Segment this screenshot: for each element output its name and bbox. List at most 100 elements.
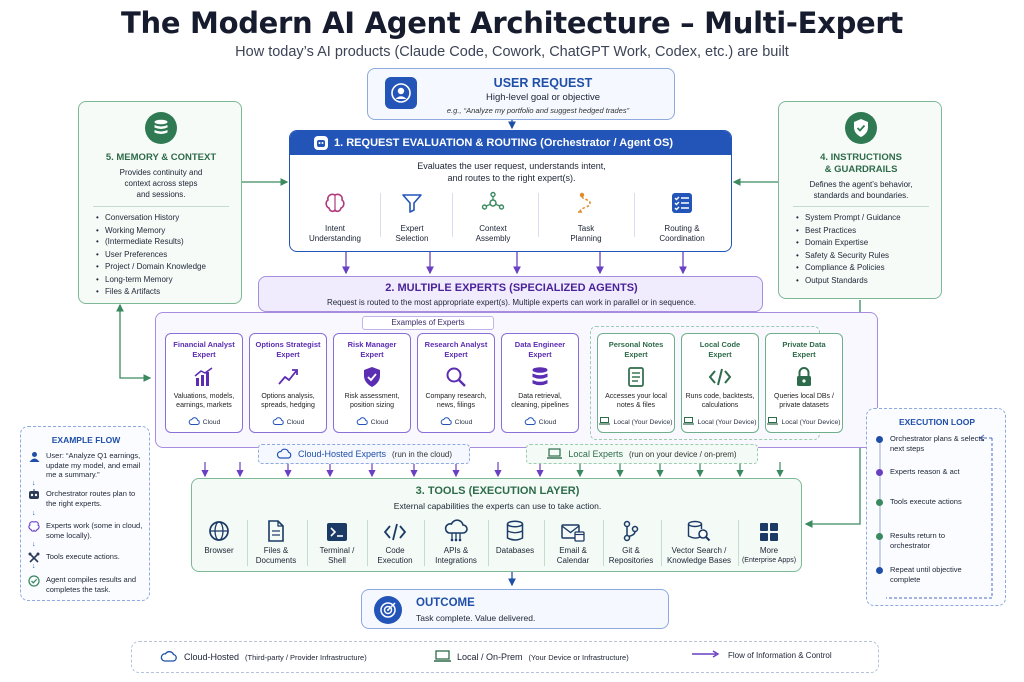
cloud-tag: Cloud — [202, 418, 221, 426]
tool-label: Email & — [559, 546, 587, 555]
tool-files[interactable]: Files & Documents — [250, 516, 302, 566]
tool-label-2: Documents — [255, 556, 297, 565]
tool-terminal[interactable]: Terminal / Shell — [311, 516, 363, 566]
expert-card-local-code[interactable]: Local Code Expert Runs code, backtests, … — [681, 333, 759, 433]
instructions-desc-2: standards and boundaries. — [813, 191, 909, 200]
instructions-title-2: & GUARDRAILS — [824, 164, 898, 175]
expert-title-2: Expert — [444, 350, 468, 359]
outcome-desc: Task complete. Value delivered. — [416, 613, 536, 623]
expert-title: Local Code — [699, 340, 741, 349]
local-tag: Local (Your Device) — [697, 418, 757, 426]
local-tag: Local (Your Device) — [613, 418, 673, 426]
expert-card-research-analyst[interactable]: Research Analyst Expert Company research… — [417, 333, 495, 433]
cloud-icon — [188, 417, 200, 427]
tool-apis[interactable]: APIs & Integrations — [428, 516, 484, 566]
step-label-1: Context — [479, 224, 507, 233]
step-label-1: Task — [577, 224, 595, 233]
instructions-box: 4. INSTRUCTIONS & GUARDRAILS Defines the… — [778, 101, 942, 299]
user-icon — [385, 77, 417, 109]
legend-flow-label: Flow of Information & Control — [728, 650, 832, 660]
bar-chart-icon — [166, 366, 242, 388]
expert-desc: Queries local DBs / — [774, 393, 834, 400]
tool-code-execution[interactable]: Code Execution — [370, 516, 420, 566]
step-label-2: Assembly — [475, 234, 511, 243]
cloud-tag: Cloud — [538, 418, 557, 426]
expert-card-private-data[interactable]: Private Data Expert Queries local DBs / … — [765, 333, 843, 433]
step-dot — [876, 469, 883, 476]
tool-label: Browser — [204, 546, 234, 555]
tools-desc: External capabilities the experts can us… — [393, 501, 602, 511]
tool-vector-search[interactable]: Vector Search / Knowledge Bases — [663, 516, 735, 566]
flow-step-text: Agent compiles results and completes the… — [46, 575, 137, 594]
expert-desc: Company research, — [425, 393, 487, 400]
terminal-icon — [311, 516, 363, 542]
funnel-icon — [402, 194, 422, 213]
legend-cloud-label: Cloud-Hosted — [184, 652, 240, 662]
robot-icon — [28, 489, 40, 508]
instructions-item: Output Standards — [795, 275, 935, 288]
loop-step-1: Orchestrator plans & selects next steps — [876, 434, 986, 454]
notes-icon — [598, 366, 674, 388]
database-icon — [145, 112, 177, 144]
expert-title-2: Expert — [792, 350, 816, 359]
expert-title: Financial Analyst — [173, 340, 235, 349]
legend-local: Local / On-Prem (Your Device or Infrastr… — [434, 650, 629, 664]
loop-step-text: Orchestrator plans & selects next steps — [890, 434, 985, 453]
expert-title-2: Expert — [528, 350, 552, 359]
expert-title-2: Expert — [708, 350, 732, 359]
memory-item: Files & Artifacts — [95, 286, 235, 299]
tool-browser[interactable]: Browser — [196, 516, 242, 556]
tool-label: Code — [385, 546, 405, 555]
local-experts-title: Local Experts — [568, 449, 623, 459]
network-icon — [481, 191, 505, 210]
expert-title-2: Expert — [360, 350, 384, 359]
user-icon — [28, 451, 40, 480]
flow-step-4: Tools execute actions. — [28, 552, 146, 564]
loop-step-2: Experts reason & act — [876, 467, 986, 477]
flow-step-text: User: “Analyze Q1 earnings, update my mo… — [46, 451, 141, 479]
tool-email-calendar[interactable]: Email & Calendar — [548, 516, 598, 566]
check-circle-icon — [28, 575, 40, 594]
expert-card-financial-analyst[interactable]: Financial Analyst Expert Valuations, mod… — [165, 333, 243, 433]
expert-card-data-engineer[interactable]: Data Engineer Expert Data retrieval, cle… — [501, 333, 579, 433]
step-label-2: Coordination — [659, 234, 705, 243]
cloud-experts-title: Cloud-Hosted Experts — [297, 449, 386, 459]
tool-git[interactable]: Git & Repositories — [605, 516, 657, 566]
loop-step-text: Results return to orchestrator — [890, 531, 946, 550]
legend-local-label: Local / On-Prem — [457, 652, 523, 662]
user-request-example: e.g., “Analyze my portfolio and suggest … — [446, 106, 630, 115]
outcome-box: OUTCOME Task complete. Value delivered. — [361, 589, 669, 629]
email-calendar-icon — [548, 516, 598, 542]
tools-icon — [28, 552, 40, 564]
git-icon — [605, 516, 657, 542]
flow-step-3: Experts work (some in cloud, some locall… — [28, 521, 146, 540]
tool-more[interactable]: More (Enterprise Apps) — [740, 516, 798, 566]
expert-title-2: Expert — [192, 350, 216, 359]
tool-label: Terminal / — [319, 546, 355, 555]
tool-label-2: Integrations — [435, 556, 477, 565]
tool-label: Vector Search / — [671, 546, 727, 555]
expert-card-risk-manager[interactable]: Risk Manager Expert Risk assessment, pos… — [333, 333, 411, 433]
expert-desc: Accesses your local — [605, 393, 667, 400]
divider — [307, 520, 308, 566]
database-icon — [490, 516, 540, 542]
flow-step-text: Experts work (some in cloud, some locall… — [46, 521, 143, 540]
flow-step-5: Agent compiles results and completes the… — [28, 575, 146, 594]
expert-desc-2: position sizing — [350, 402, 394, 409]
expert-desc-2: cleaning, pipelines — [511, 402, 569, 409]
tool-label-2: Execution — [377, 556, 413, 565]
execution-loop-box: EXECUTION LOOP — [866, 408, 1006, 606]
expert-title: Research Analyst — [424, 340, 488, 349]
examples-label: Examples of Experts — [362, 316, 494, 330]
grid-icon — [740, 516, 798, 542]
instructions-item: Safety & Security Rules — [795, 250, 935, 263]
route-icon — [578, 192, 591, 213]
expert-title: Risk Manager — [347, 340, 397, 349]
expert-card-personal-notes[interactable]: Personal Notes Expert Accesses your loca… — [597, 333, 675, 433]
expert-desc: Runs code, backtests, — [685, 393, 755, 400]
instructions-list: System Prompt / Guidance Best Practices … — [795, 212, 935, 287]
cloud-icon — [276, 448, 292, 461]
tool-databases[interactable]: Databases — [490, 516, 540, 556]
step-dot — [876, 567, 883, 574]
expert-card-options-strategist[interactable]: Options Strategist Expert Options analys… — [249, 333, 327, 433]
